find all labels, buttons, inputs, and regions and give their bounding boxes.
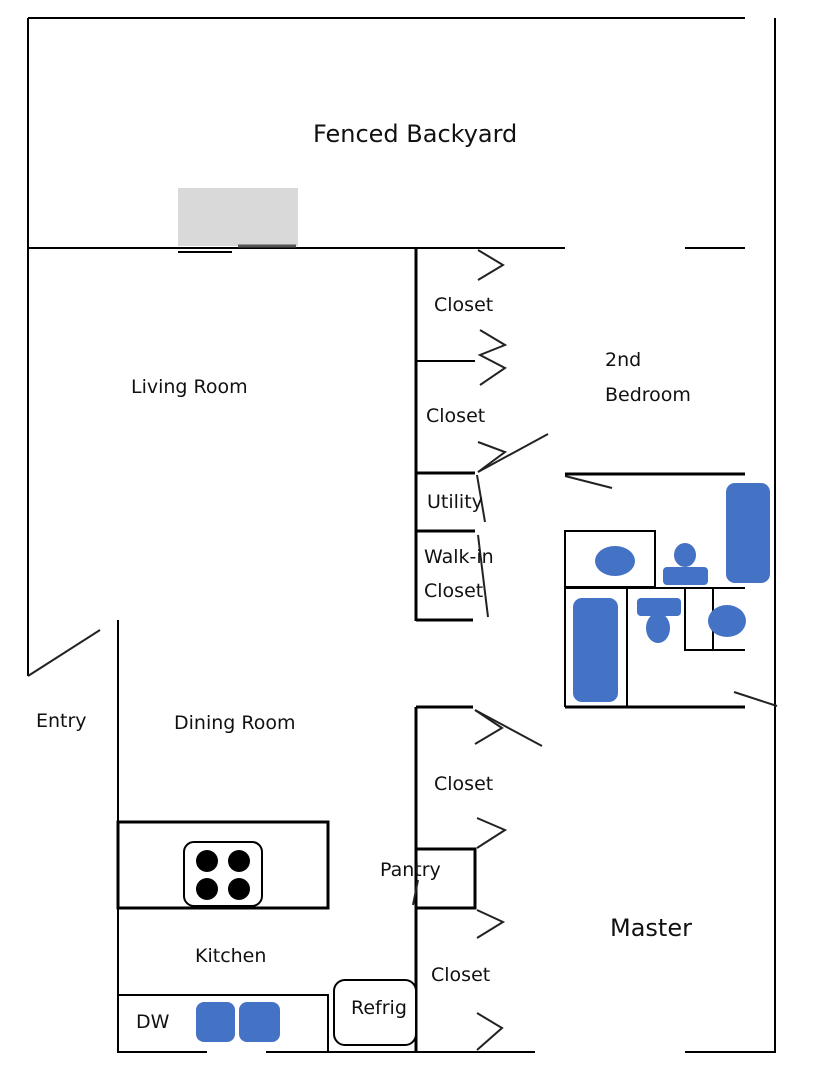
toilet-icon — [674, 543, 696, 567]
label-dishwasher: DW — [136, 1011, 170, 1033]
bathtub-icon — [726, 483, 770, 583]
label-walk-in-closet: Walk-in — [424, 546, 494, 568]
backyard-boundary — [28, 188, 745, 253]
label-dining-room: Dining Room — [174, 712, 295, 734]
label-master: Master — [610, 914, 692, 942]
label-refrigerator: Refrig — [351, 997, 407, 1019]
label-living-room: Living Room — [131, 376, 248, 398]
doors — [27, 249, 778, 1051]
sink-icon — [708, 605, 746, 637]
label-backyard: Fenced Backyard — [313, 120, 517, 148]
label-closet: Closet — [434, 773, 493, 795]
label-2nd-bedroom: 2nd — [605, 349, 641, 371]
sink-icon — [595, 546, 635, 576]
label-closet: Closet — [426, 405, 485, 427]
outer-walls — [27, 17, 776, 1053]
sink-icon — [196, 1002, 235, 1042]
room-labels: Fenced Backyard Living Room Closet Close… — [36, 120, 692, 1033]
bathtub-icon — [573, 598, 618, 702]
label-closet: Closet — [434, 294, 493, 316]
kitchen-fixtures — [116, 820, 417, 1052]
patio — [178, 188, 298, 246]
label-pantry: Pantry — [380, 859, 441, 881]
refrigerator-icon — [333, 979, 417, 1046]
label-kitchen: Kitchen — [195, 945, 266, 967]
toilet-icon — [637, 598, 681, 616]
bathroom — [564, 472, 770, 709]
label-walk-in-closet: Closet — [424, 580, 483, 602]
closet-walls — [414, 248, 477, 1053]
label-entry: Entry — [36, 710, 87, 732]
label-2nd-bedroom: Bedroom — [605, 384, 691, 406]
label-closet: Closet — [431, 964, 490, 986]
label-utility: Utility — [427, 491, 483, 513]
stove-icon — [183, 841, 263, 907]
